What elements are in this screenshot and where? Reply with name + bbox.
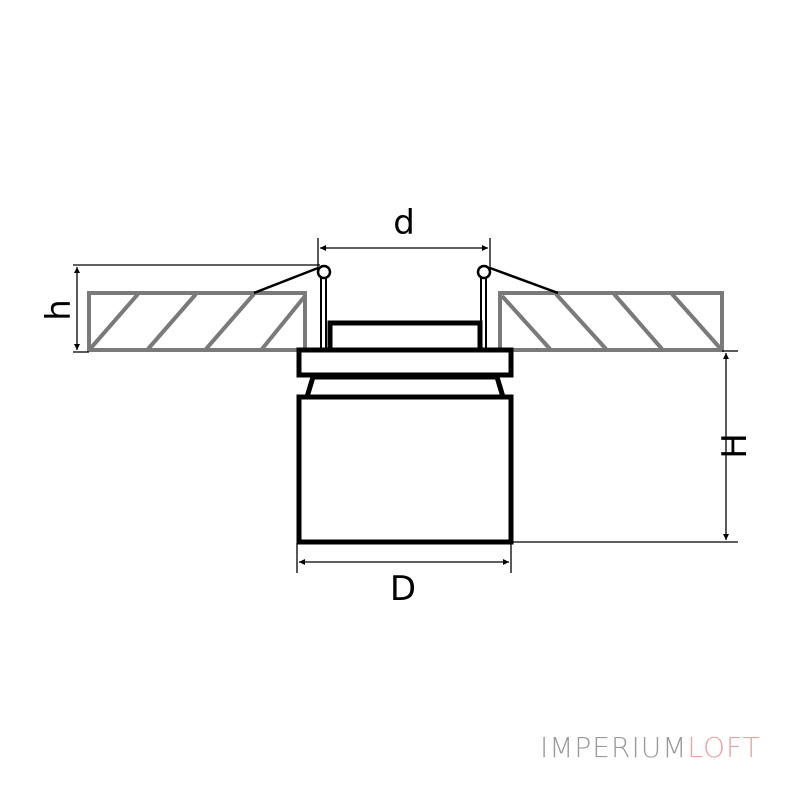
dimension-label-d: d (393, 203, 415, 243)
dimension-h (73, 264, 320, 353)
spring-clip-right (476, 264, 559, 348)
dimension-label-h: h (39, 299, 79, 321)
dimension-D (296, 543, 512, 573)
brand-logo: IMPERIUMLOFT (540, 731, 761, 764)
ceiling-slab-left (87, 291, 307, 352)
spring-clip-left (253, 264, 332, 348)
dimension-label-D: D (390, 569, 416, 609)
dimension-label-H: H (715, 433, 755, 459)
dimension-d (317, 238, 491, 268)
brand-logo-part1: IMPERIUM (540, 731, 688, 764)
ceiling-slab-right (498, 291, 724, 352)
dimension-H (511, 350, 738, 543)
brand-logo-part2: LOFT (687, 731, 761, 764)
lamp-body (296, 320, 514, 545)
